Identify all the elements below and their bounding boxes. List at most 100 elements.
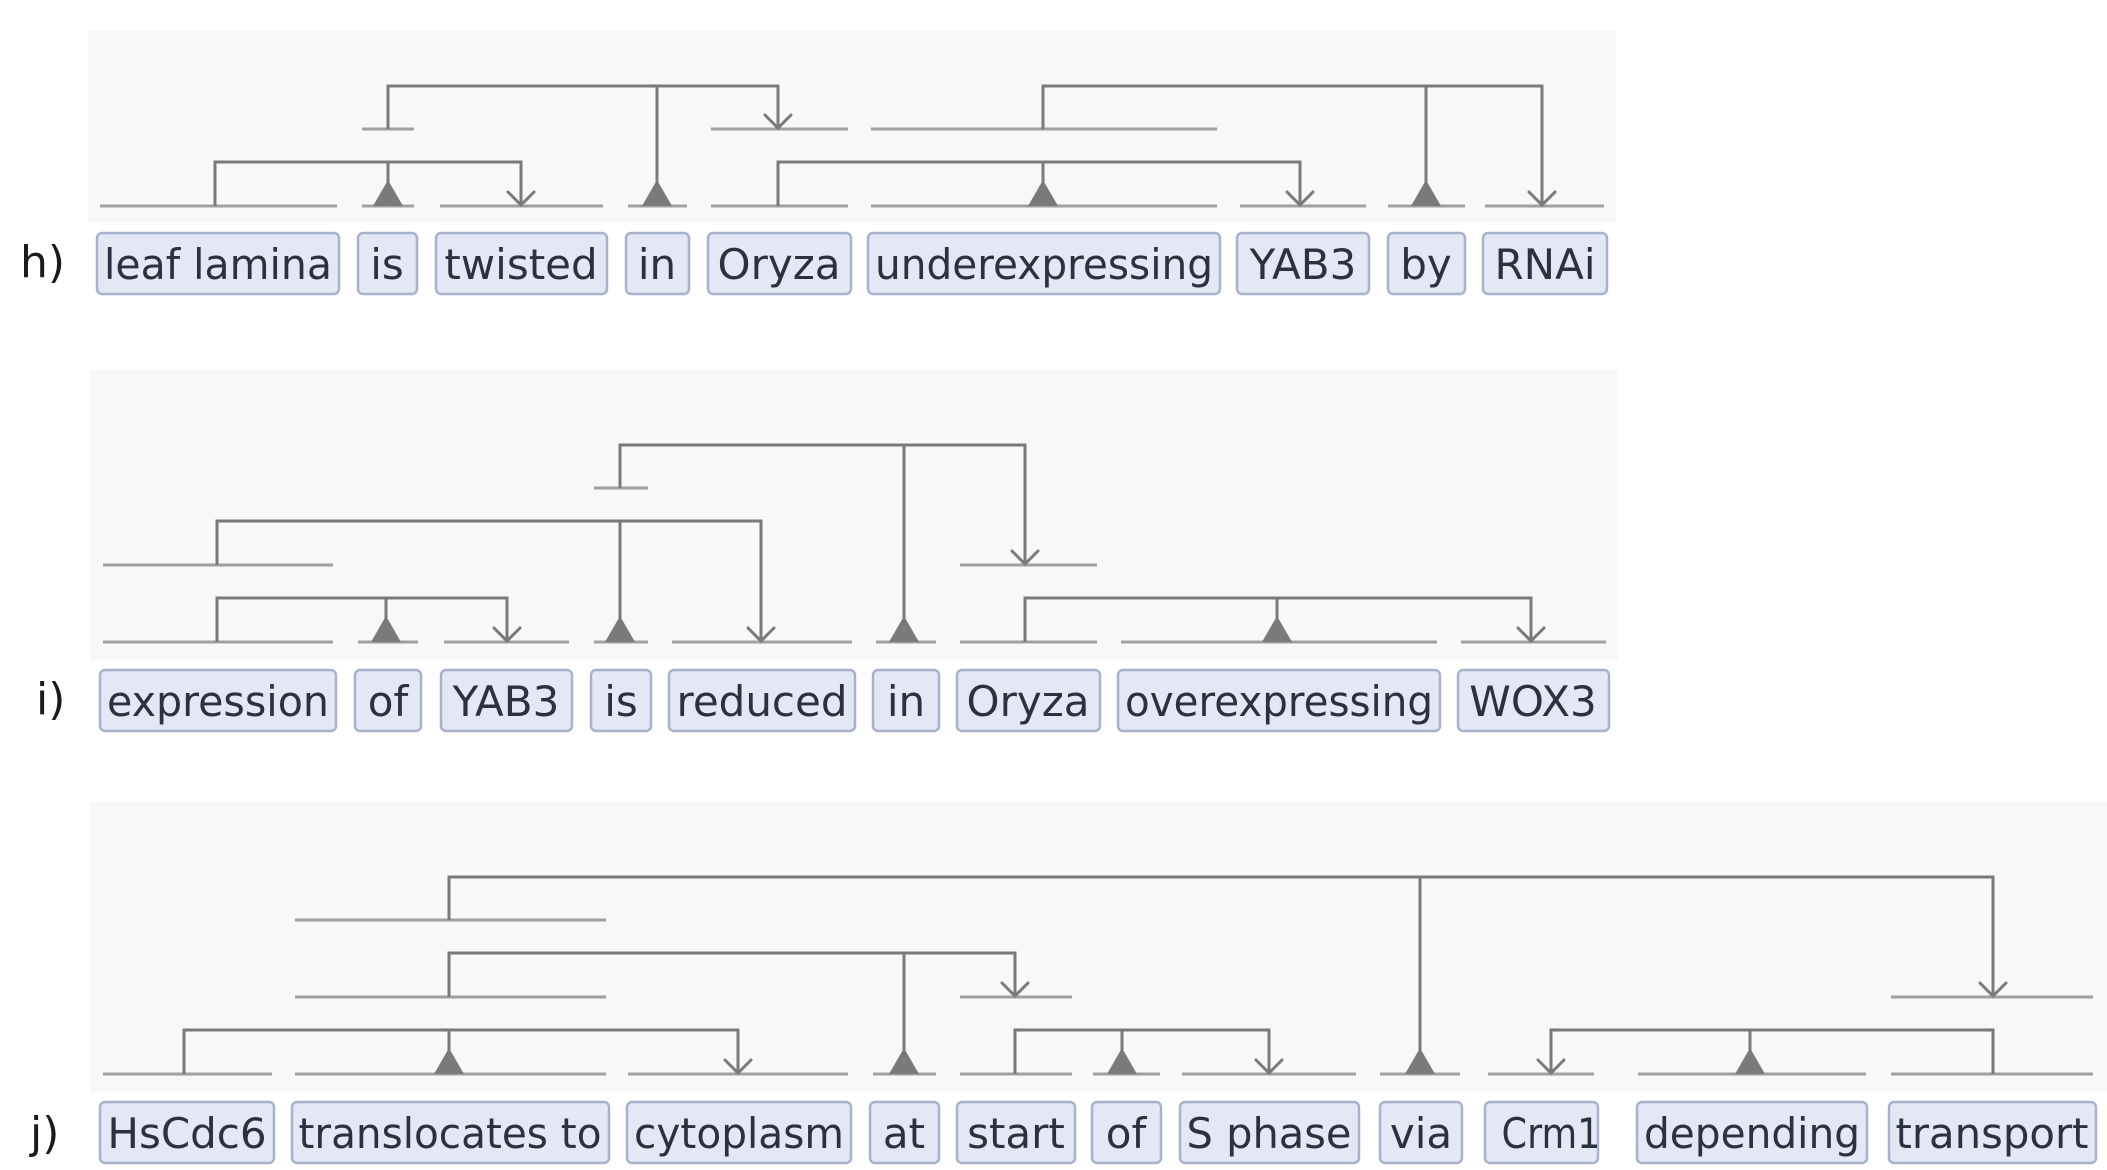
diagram-h-label: h) [20, 237, 65, 288]
connector [386, 84, 780, 129]
head-triangle [889, 616, 919, 642]
arrowhead [492, 626, 522, 644]
diagram-j-label: j) [29, 1108, 59, 1159]
token-label: twisted [444, 240, 597, 289]
token: underexpressing [866, 231, 1222, 296]
token: Oryza [706, 231, 853, 296]
head-triangle [1028, 180, 1058, 206]
token: is [356, 231, 419, 296]
token: via [1378, 1100, 1464, 1165]
diagram-h: h) leaf lamina is twisted in Oryza under… [20, 30, 1616, 296]
connector [447, 951, 1017, 997]
head-triangle [434, 1048, 464, 1074]
connector [1013, 1028, 1271, 1074]
token: translocates to [290, 1100, 611, 1165]
token: transport [1887, 1100, 2098, 1165]
token-label: in [887, 677, 925, 726]
token: reduced [667, 668, 857, 733]
arrowhead [763, 113, 793, 131]
head-triangle [1405, 1048, 1435, 1074]
token-label: HsCdc6 [107, 1109, 266, 1158]
token: expression [98, 668, 338, 733]
diagram-j-panel [90, 802, 2107, 1092]
head-triangle [1262, 616, 1292, 642]
diagram-h-panel [88, 30, 1616, 222]
token-label: via [1390, 1109, 1452, 1158]
head-triangle [373, 180, 403, 206]
diagram-j: j) HsCdc6 translocates to cytoplasm at s… [29, 802, 2107, 1165]
connector [776, 160, 1302, 206]
token-label: of [1106, 1109, 1148, 1158]
token: twisted [434, 231, 609, 296]
token-label: cytoplasm [634, 1109, 844, 1158]
token-label: YAB3 [452, 677, 560, 726]
arrowhead [1010, 549, 1040, 567]
connector [447, 875, 1995, 996]
token-label: Oryza [967, 677, 1090, 726]
token-label: expression [107, 677, 329, 726]
arrowhead [1527, 190, 1557, 208]
token: S phase [1178, 1100, 1361, 1165]
token-label: WOX3 [1469, 677, 1596, 726]
token: at [868, 1100, 941, 1165]
head-triangle [1411, 180, 1441, 206]
token-label: leaf lamina [104, 240, 332, 289]
token-label: transport [1896, 1109, 2089, 1158]
token: YAB3 [1235, 231, 1371, 296]
token: Oryza [955, 668, 1102, 733]
token-label: in [638, 240, 676, 289]
token-label: is [370, 240, 404, 289]
connector [1549, 1028, 1995, 1074]
head-triangle [605, 616, 635, 642]
token: of [1090, 1100, 1163, 1165]
arrowhead [746, 626, 776, 644]
token: is [589, 668, 653, 733]
token: of [353, 668, 423, 733]
connector [215, 596, 509, 642]
arrowhead [1254, 1058, 1284, 1076]
token-label: S phase [1187, 1109, 1352, 1158]
arrowhead [1000, 981, 1030, 999]
head-triangle [1735, 1048, 1765, 1074]
connector [182, 1028, 740, 1074]
token: cytoplasm [625, 1100, 853, 1165]
token: RNAi [1481, 231, 1609, 296]
token-label: Crm1 [1502, 1109, 1601, 1158]
head-triangle [1107, 1048, 1137, 1074]
arrowhead [1516, 626, 1546, 644]
token-label: by [1400, 240, 1452, 289]
token: depending [1635, 1100, 1869, 1165]
head-triangle [371, 616, 401, 642]
head-triangle [889, 1048, 919, 1074]
token-label: underexpressing [875, 240, 1213, 289]
token-label: YAB3 [1249, 240, 1357, 289]
token: by [1386, 231, 1467, 296]
token-label: RNAi [1494, 240, 1595, 289]
diagram-i-label: i) [36, 674, 65, 725]
token-label: depending [1644, 1109, 1860, 1158]
head-triangle [642, 180, 672, 206]
token-label: overexpressing [1125, 677, 1433, 726]
arrowhead [506, 190, 536, 208]
arrowhead [1536, 1058, 1566, 1076]
connector [618, 443, 1027, 564]
token-label: at [883, 1109, 925, 1158]
arrowhead [1285, 190, 1315, 208]
token-label: is [604, 677, 638, 726]
token: HsCdc6 [98, 1100, 276, 1165]
token-label: translocates to [299, 1109, 602, 1158]
arrowhead [1978, 981, 2008, 999]
arrowhead [723, 1058, 753, 1076]
connector [213, 160, 523, 206]
token: in [871, 668, 941, 733]
diagram-i: i) expression of YAB3 is reduced in Oryz… [36, 370, 1618, 733]
token: Crm1 [1483, 1100, 1601, 1165]
connector [1041, 84, 1544, 205]
token: in [624, 231, 691, 296]
token-label: start [967, 1109, 1065, 1158]
token: YAB3 [439, 668, 574, 733]
token: overexpressing [1116, 668, 1442, 733]
diagram-i-panel [90, 370, 1618, 660]
connector [215, 519, 763, 641]
